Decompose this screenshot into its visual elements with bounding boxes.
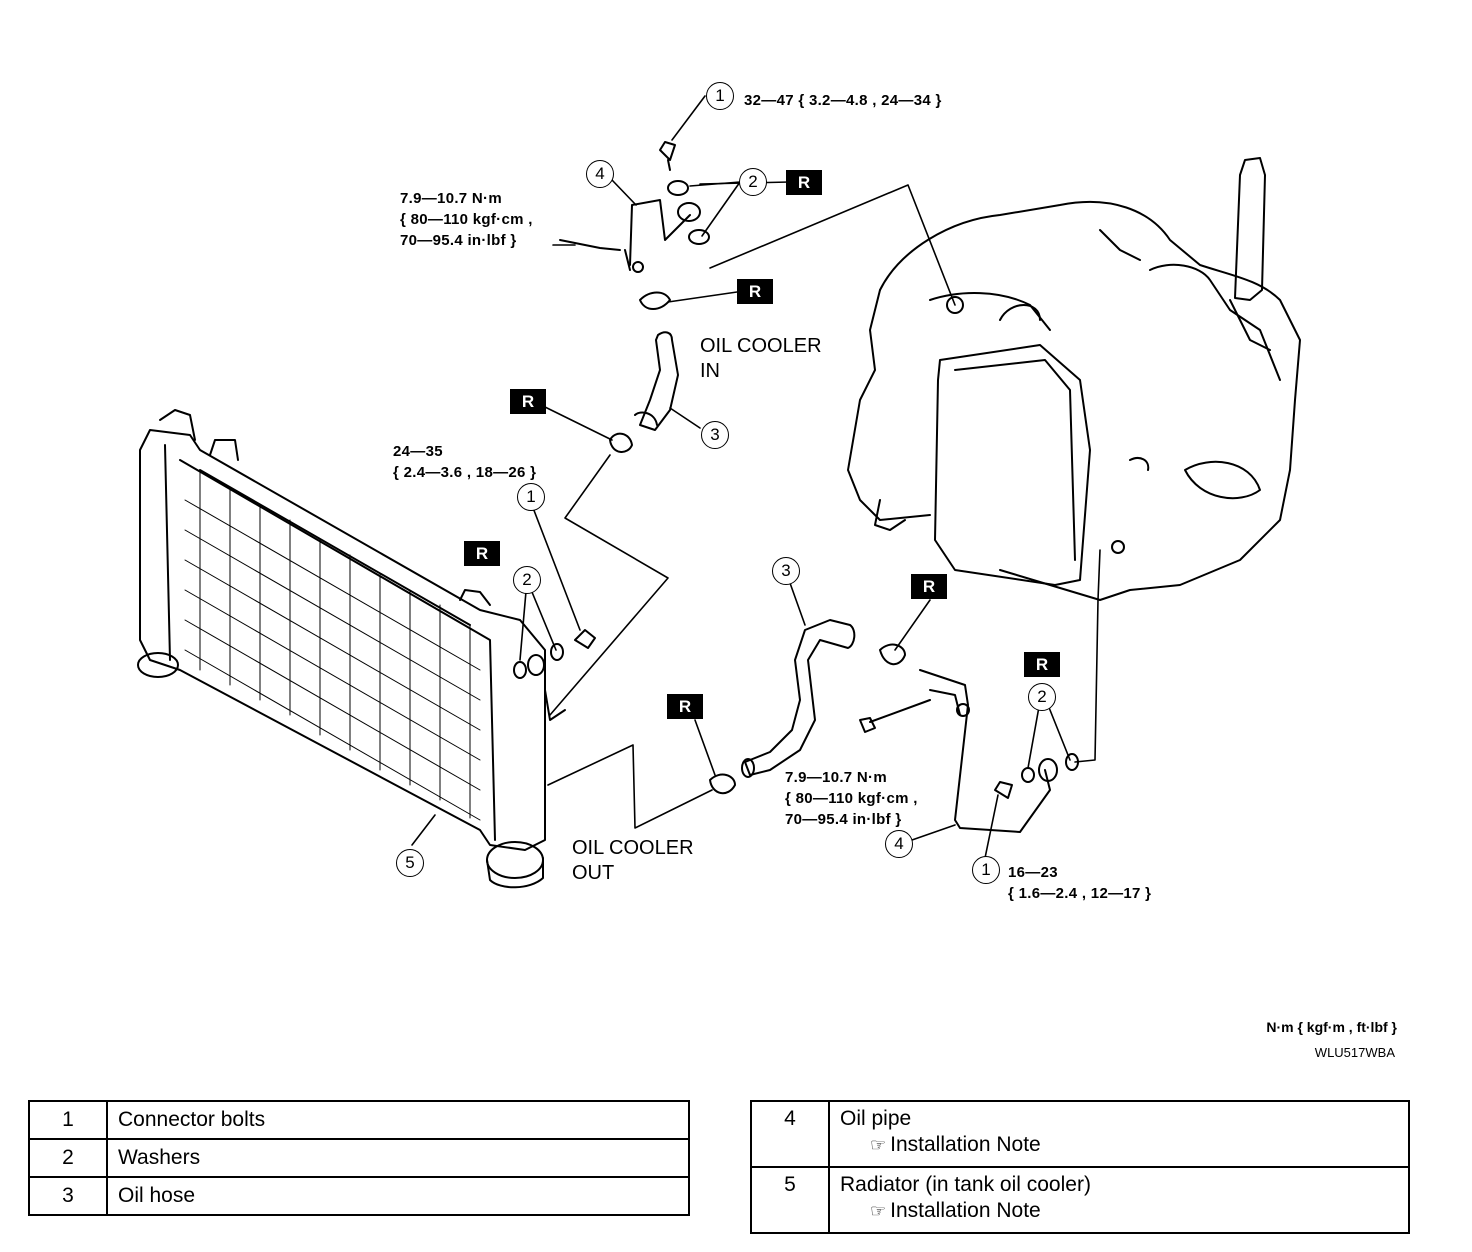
part-name: Radiator (in tank oil cooler) (840, 1173, 1091, 1196)
oil-cooler-in-label: OIL COOLER IN (700, 335, 822, 382)
part-number: 2 (28, 1138, 108, 1178)
parts-table-left: 1 Connector bolts 2 Washers 3 Oil hose (28, 1100, 690, 1216)
callout-2-left: 2 (513, 566, 541, 594)
part-number: 1 (28, 1100, 108, 1140)
callout-3-top: 3 (701, 421, 729, 449)
torque-label-top-bolt: 32—47 { 3.2—4.8 , 24—34 } (744, 92, 942, 109)
oil-cooler-diagram (137, 95, 1301, 889)
torque-label-lower-mid: 7.9—10.7 N·m { 80—110 kgf·cm , 70—95.4 i… (785, 769, 918, 828)
replace-mark: R (911, 574, 947, 599)
installation-note-link[interactable]: ☞Installation Note (840, 1132, 1398, 1158)
pointing-hand-icon: ☞ (870, 1201, 887, 1221)
callout-2-right: 2 (1028, 683, 1056, 711)
replace-mark: R (667, 694, 703, 719)
upper-pipe-drawing (559, 141, 710, 310)
callout-4-top: 4 (586, 160, 614, 188)
replace-mark: R (464, 541, 500, 566)
table-row: 1 Connector bolts (28, 1100, 690, 1140)
connection-lines (411, 95, 1101, 859)
part-cell: Radiator (in tank oil cooler) ☞Installat… (828, 1166, 1410, 1234)
left-fittings-drawing (513, 629, 596, 721)
oil-cooler-out-label: OIL COOLER OUT (572, 837, 694, 884)
replace-mark: R (510, 389, 546, 414)
transaxle-drawing (847, 157, 1301, 601)
callout-5: 5 (396, 849, 424, 877)
callout-4-lower: 4 (885, 830, 913, 858)
replace-mark: R (1024, 652, 1060, 677)
torque-label-bottom-right: 16—23 { 1.6—2.4 , 12—17 } (1008, 864, 1152, 902)
figure-code: WLU517WBA (1314, 1045, 1395, 1060)
replace-mark: R (786, 170, 822, 195)
upper-hose-drawing (609, 331, 679, 453)
part-number: 3 (28, 1176, 108, 1216)
callout-2-top: 2 (739, 168, 767, 196)
installation-note-label: Installation Note (890, 1199, 1041, 1222)
callout-3-lower: 3 (772, 557, 800, 585)
installation-note-link[interactable]: ☞Installation Note (840, 1198, 1398, 1224)
callout-1-bottom: 1 (972, 856, 1000, 884)
part-number: 4 (750, 1100, 830, 1168)
table-row: 3 Oil hose (28, 1176, 690, 1216)
part-name: Connector bolts (106, 1100, 690, 1140)
callout-1-top: 1 (706, 82, 734, 110)
part-name: Oil hose (106, 1176, 690, 1216)
pointing-hand-icon: ☞ (870, 1135, 887, 1155)
replace-mark: R (737, 279, 773, 304)
table-row: 2 Washers (28, 1138, 690, 1178)
callout-1-left: 1 (517, 483, 545, 511)
radiator-drawing (137, 409, 546, 889)
part-cell: Oil pipe ☞Installation Note (828, 1100, 1410, 1168)
table-row: 4 Oil pipe ☞Installation Note (750, 1100, 1410, 1168)
lower-hose-drawing (709, 619, 906, 795)
torque-label-upper-left: 7.9—10.7 N·m { 80—110 kgf·cm , 70—95.4 i… (400, 190, 533, 249)
table-row: 5 Radiator (in tank oil cooler) ☞Install… (750, 1166, 1410, 1234)
part-number: 5 (750, 1166, 830, 1234)
part-name: Washers (106, 1138, 690, 1178)
torque-label-left-mid: 24—35 { 2.4—3.6 , 18—26 } (393, 443, 537, 481)
parts-table-right: 4 Oil pipe ☞Installation Note 5 Radiator… (750, 1100, 1410, 1234)
units-label: N·m { kgf·m , ft·lbf } (1266, 1019, 1397, 1035)
part-name: Oil pipe (840, 1107, 912, 1130)
installation-note-label: Installation Note (890, 1133, 1041, 1156)
lower-pipe-drawing (859, 669, 1079, 833)
